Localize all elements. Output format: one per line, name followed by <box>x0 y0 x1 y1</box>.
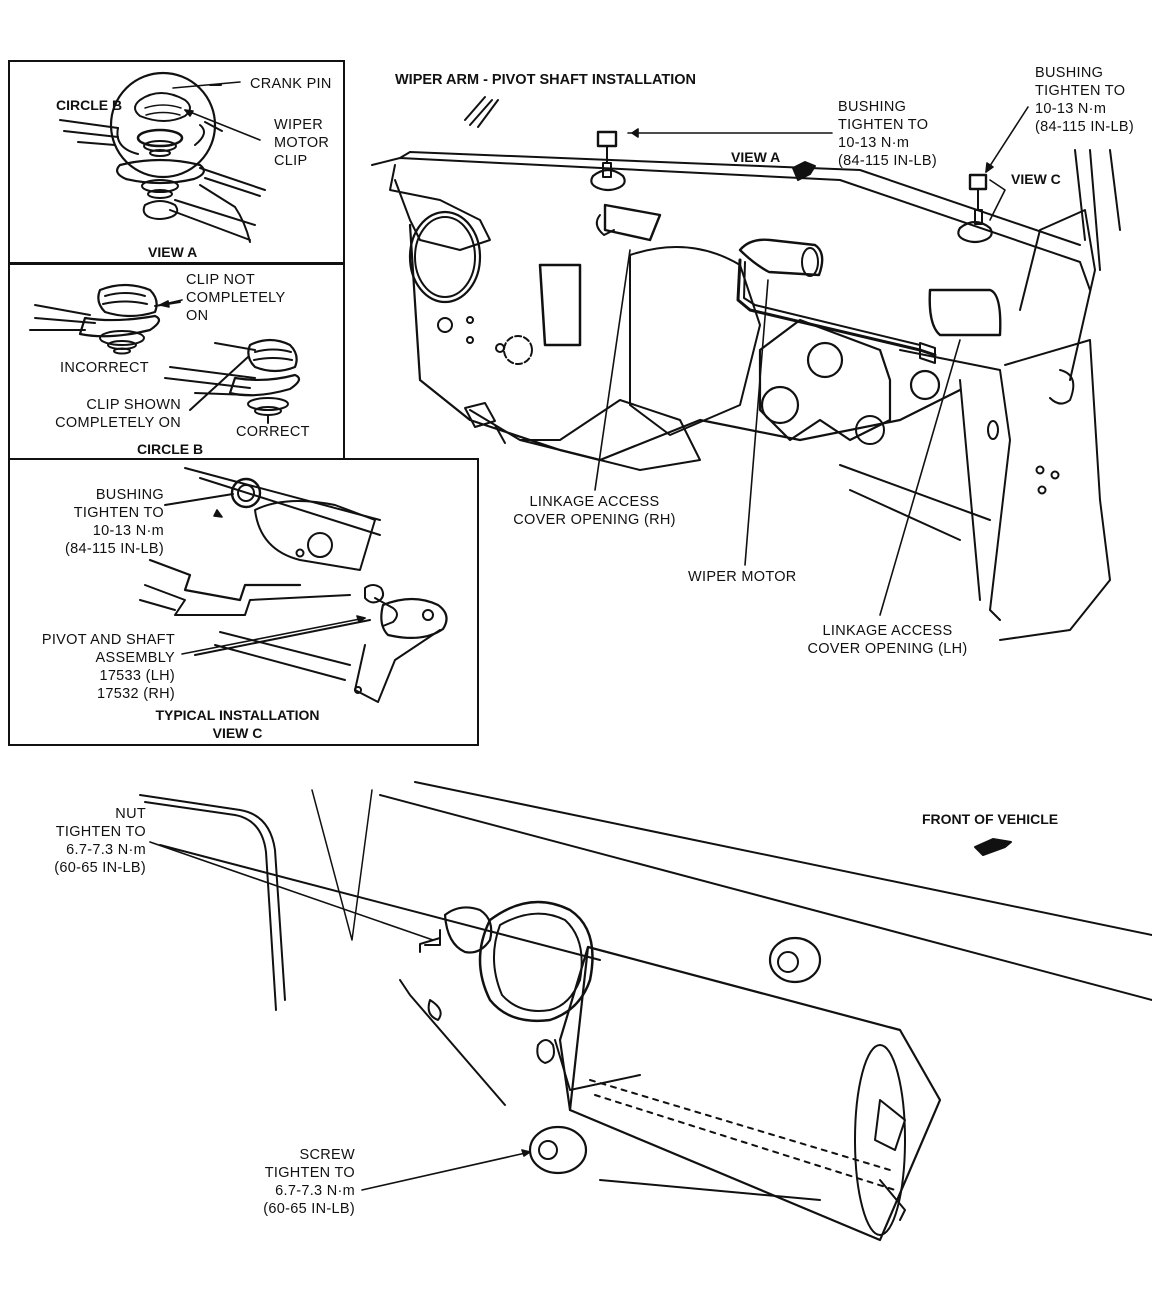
nut-line-2: TIGHTEN TO <box>55 824 146 840</box>
view-c-caption-line-2: VIEW C <box>212 725 263 741</box>
screw-line-3: 6.7-7.3 N·m <box>275 1183 355 1199</box>
bushing-center-line-1: BUSHING <box>838 99 907 115</box>
clip-not-on-line-1: CLIP NOT <box>186 272 256 288</box>
nut-line-1: NUT <box>115 806 146 822</box>
front-of-vehicle-label: FRONT OF VEHICLE <box>922 811 1059 827</box>
diagram-title: WIPER ARM - PIVOT SHAFT INSTALLATION <box>395 72 696 88</box>
wiper-motor-clip-label: WIPER MOTOR CLIP <box>274 116 329 170</box>
circle-b-illustration <box>30 285 299 423</box>
crank-pin-clip-shape <box>135 93 190 121</box>
view-c-leader-lines <box>182 510 365 654</box>
main-leader-lines <box>595 107 1028 615</box>
pivot-line-2: ASSEMBLY <box>95 650 175 666</box>
crank-pin-label: CRANK PIN <box>250 76 332 92</box>
clip-not-on-line-3: ON <box>186 308 209 324</box>
screw-torque-label: SCREW TIGHTEN TO 6.7-7.3 N·m (60-65 IN-L… <box>240 1146 355 1218</box>
bushing-right-line-2: TIGHTEN TO <box>1035 83 1126 99</box>
bushing-center-line-4: (84-115 IN-LB) <box>838 153 938 169</box>
front-of-vehicle-arrow-icon <box>975 839 1011 855</box>
circle-b-callout-label: CIRCLE B <box>56 97 123 113</box>
linkage-access-rh-label: LINKAGE ACCESS COVER OPENING (RH) <box>507 493 682 529</box>
nut-line-4: (60-65 IN-LB) <box>54 860 146 876</box>
wiper-motor-clip-line-1: WIPER <box>274 117 324 133</box>
bushing-line-2: TIGHTEN TO <box>73 505 164 521</box>
view-c-panel <box>8 458 479 746</box>
correct-label: CORRECT <box>236 424 310 440</box>
wiper-motor-label: WIPER MOTOR <box>688 569 797 585</box>
bushing-center-line-3: 10-13 N·m <box>838 135 910 151</box>
cowl-panel-illustration <box>372 97 1120 640</box>
bushing-right-line-4: (84-115 IN-LB) <box>1035 119 1135 135</box>
bushing-line-4: (84-115 IN-LB) <box>64 541 164 557</box>
circle-b-outline <box>111 73 215 177</box>
linkage-lh-line-2: COVER OPENING (LH) <box>807 641 968 657</box>
view-a-illustration <box>60 73 265 242</box>
bushing-center-torque-label: BUSHING TIGHTEN TO 10-13 N·m (84-115 IN-… <box>838 98 937 170</box>
view-c-caption: TYPICAL INSTALLATION VIEW C <box>140 706 335 742</box>
screw-line-1: SCREW <box>299 1147 355 1163</box>
screw-line-2: TIGHTEN TO <box>264 1165 355 1181</box>
clip-not-completely-on-label: CLIP NOT COMPLETELY ON <box>186 271 285 325</box>
linkage-access-lh-label: LINKAGE ACCESS COVER OPENING (LH) <box>800 622 975 658</box>
bushing-right-shape <box>970 175 986 189</box>
linkage-rh-line-2: COVER OPENING (RH) <box>513 512 676 528</box>
bushing-line-1: BUSHING <box>95 487 164 503</box>
view-c-bushing-torque-label: BUSHING TIGHTEN TO 10-13 N·m (84-115 IN-… <box>30 486 164 558</box>
wiper-motor-clip-line-2: MOTOR <box>274 135 330 151</box>
view-a-leader-lines <box>173 82 260 140</box>
clip-shown-completely-on-label: CLIP SHOWN COMPLETELY ON <box>46 396 181 432</box>
pivot-line-3: 17533 (LH) <box>99 668 175 684</box>
bushing-right-line-3: 10-13 N·m <box>1035 101 1107 117</box>
pivot-line-4: 17532 (RH) <box>97 686 175 702</box>
bushing-right-line-1: BUSHING <box>1035 65 1104 81</box>
view-c-illustration <box>140 468 447 702</box>
linkage-rh-line-1: LINKAGE ACCESS <box>529 494 660 510</box>
view-a-caption: VIEW A <box>148 244 198 260</box>
wiper-motor-closeup-illustration <box>140 782 1152 1240</box>
view-c-marker-label: VIEW C <box>1011 171 1061 187</box>
nut-line-3: 6.7-7.3 N·m <box>66 842 146 858</box>
clip-not-on-line-2: COMPLETELY <box>186 290 286 306</box>
nut-torque-label: NUT TIGHTEN TO 6.7-7.3 N·m (60-65 IN-LB) <box>30 805 146 877</box>
view-a-arrow-icon <box>793 162 815 180</box>
bushing-center-line-2: TIGHTEN TO <box>838 117 929 133</box>
clip-shown-line-1: CLIP SHOWN <box>86 397 181 413</box>
wiper-motor-shape <box>740 240 822 275</box>
bushing-center-shape <box>598 132 616 146</box>
incorrect-label: INCORRECT <box>60 360 149 376</box>
view-c-caption-line-1: TYPICAL INSTALLATION <box>155 707 320 723</box>
circle-b-leader-lines <box>160 300 182 307</box>
view-a-panel <box>8 60 345 265</box>
pivot-line-1: PIVOT AND SHAFT <box>41 632 175 648</box>
view-a-marker-label: VIEW A <box>731 149 781 165</box>
wiper-motor-clip-line-3: CLIP <box>274 153 308 169</box>
clip-shown-line-2: COMPLETELY ON <box>55 415 181 431</box>
linkage-lh-line-1: LINKAGE ACCESS <box>822 623 953 639</box>
bushing-right-torque-label: BUSHING TIGHTEN TO 10-13 N·m (84-115 IN-… <box>1035 64 1134 136</box>
screw-line-4: (60-65 IN-LB) <box>263 1201 355 1217</box>
motor-leader-lines <box>150 842 530 1190</box>
pivot-shaft-assembly-label: PIVOT AND SHAFT ASSEMBLY 17533 (LH) 1753… <box>20 631 175 703</box>
circle-b-caption: CIRCLE B <box>137 441 204 457</box>
bushing-line-3: 10-13 N·m <box>92 523 164 539</box>
